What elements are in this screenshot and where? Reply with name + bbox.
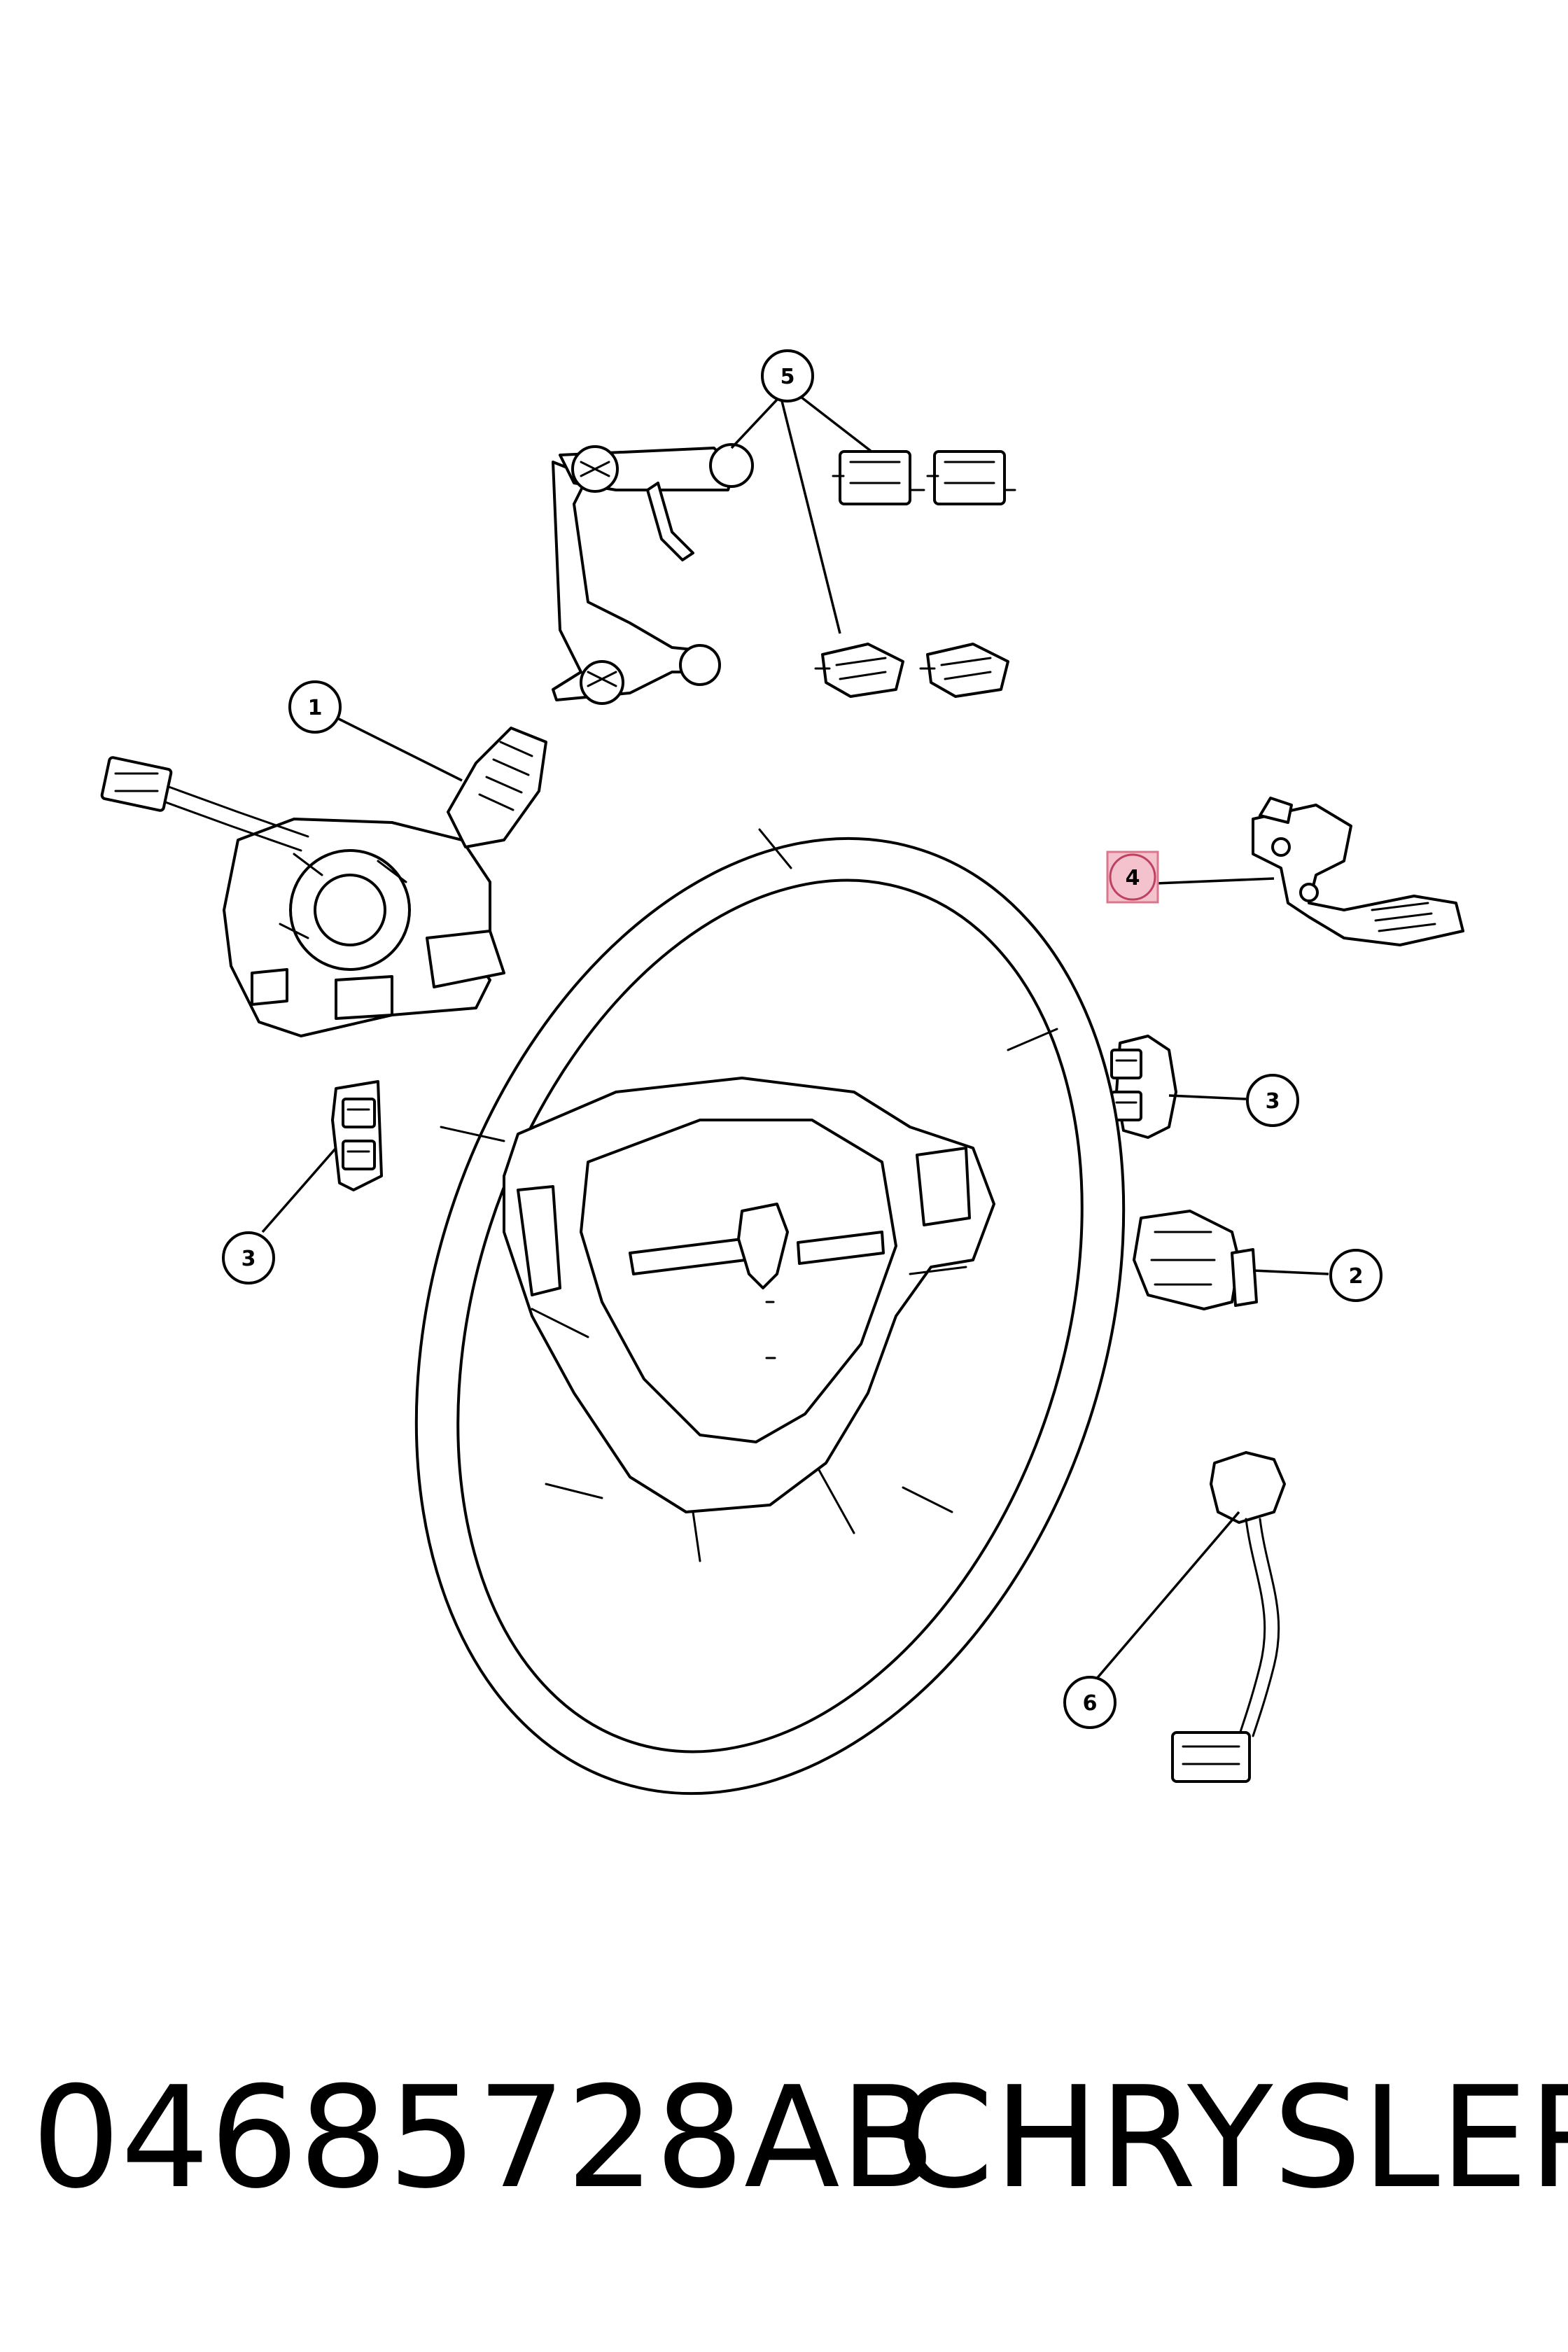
part-6-wiring-harness bbox=[1171, 1451, 1286, 1783]
callout-2: 2 bbox=[1329, 1249, 1382, 1302]
leader-1 bbox=[335, 716, 463, 782]
callout-3-left: 3 bbox=[222, 1231, 275, 1284]
leader-5b bbox=[793, 391, 873, 453]
svg-text:3: 3 bbox=[241, 1247, 256, 1271]
leader-6 bbox=[1094, 1511, 1240, 1681]
steering-wheel bbox=[414, 828, 1126, 1795]
part-5-switch-bracket bbox=[552, 443, 754, 705]
callout-5: 5 bbox=[761, 349, 814, 402]
part-2-switch-connector bbox=[1133, 1210, 1258, 1310]
callout-6: 6 bbox=[1063, 1676, 1116, 1729]
part-3-switch-left bbox=[331, 1080, 383, 1191]
brand-caption: CHRYSLER bbox=[896, 2057, 1568, 2220]
leader-3-left bbox=[261, 1147, 337, 1233]
leader-4 bbox=[1154, 877, 1275, 885]
svg-text:6: 6 bbox=[1083, 1691, 1098, 1716]
leader-2 bbox=[1252, 1269, 1329, 1275]
svg-text:3: 3 bbox=[1266, 1089, 1280, 1114]
leader-5c bbox=[779, 395, 841, 634]
svg-text:2: 2 bbox=[1349, 1264, 1364, 1289]
part-4-speed-control-switch bbox=[1252, 797, 1464, 946]
part-1-multifunction-switch bbox=[100, 727, 547, 1037]
part-5-connectors-lower bbox=[814, 643, 1009, 698]
callout-3-right: 3 bbox=[1246, 1074, 1299, 1127]
leader-3-right bbox=[1168, 1094, 1247, 1100]
part-number-caption: 04685728AB bbox=[31, 2057, 936, 2220]
svg-text:4: 4 bbox=[1126, 866, 1140, 890]
part-3-switch-right bbox=[1110, 1035, 1177, 1139]
callout-1: 1 bbox=[288, 680, 342, 734]
callout-4-highlighted: 4 bbox=[1106, 850, 1159, 904]
part-5-connectors-upper bbox=[832, 450, 1016, 505]
svg-text:5: 5 bbox=[780, 365, 795, 389]
svg-text:1: 1 bbox=[308, 696, 323, 720]
